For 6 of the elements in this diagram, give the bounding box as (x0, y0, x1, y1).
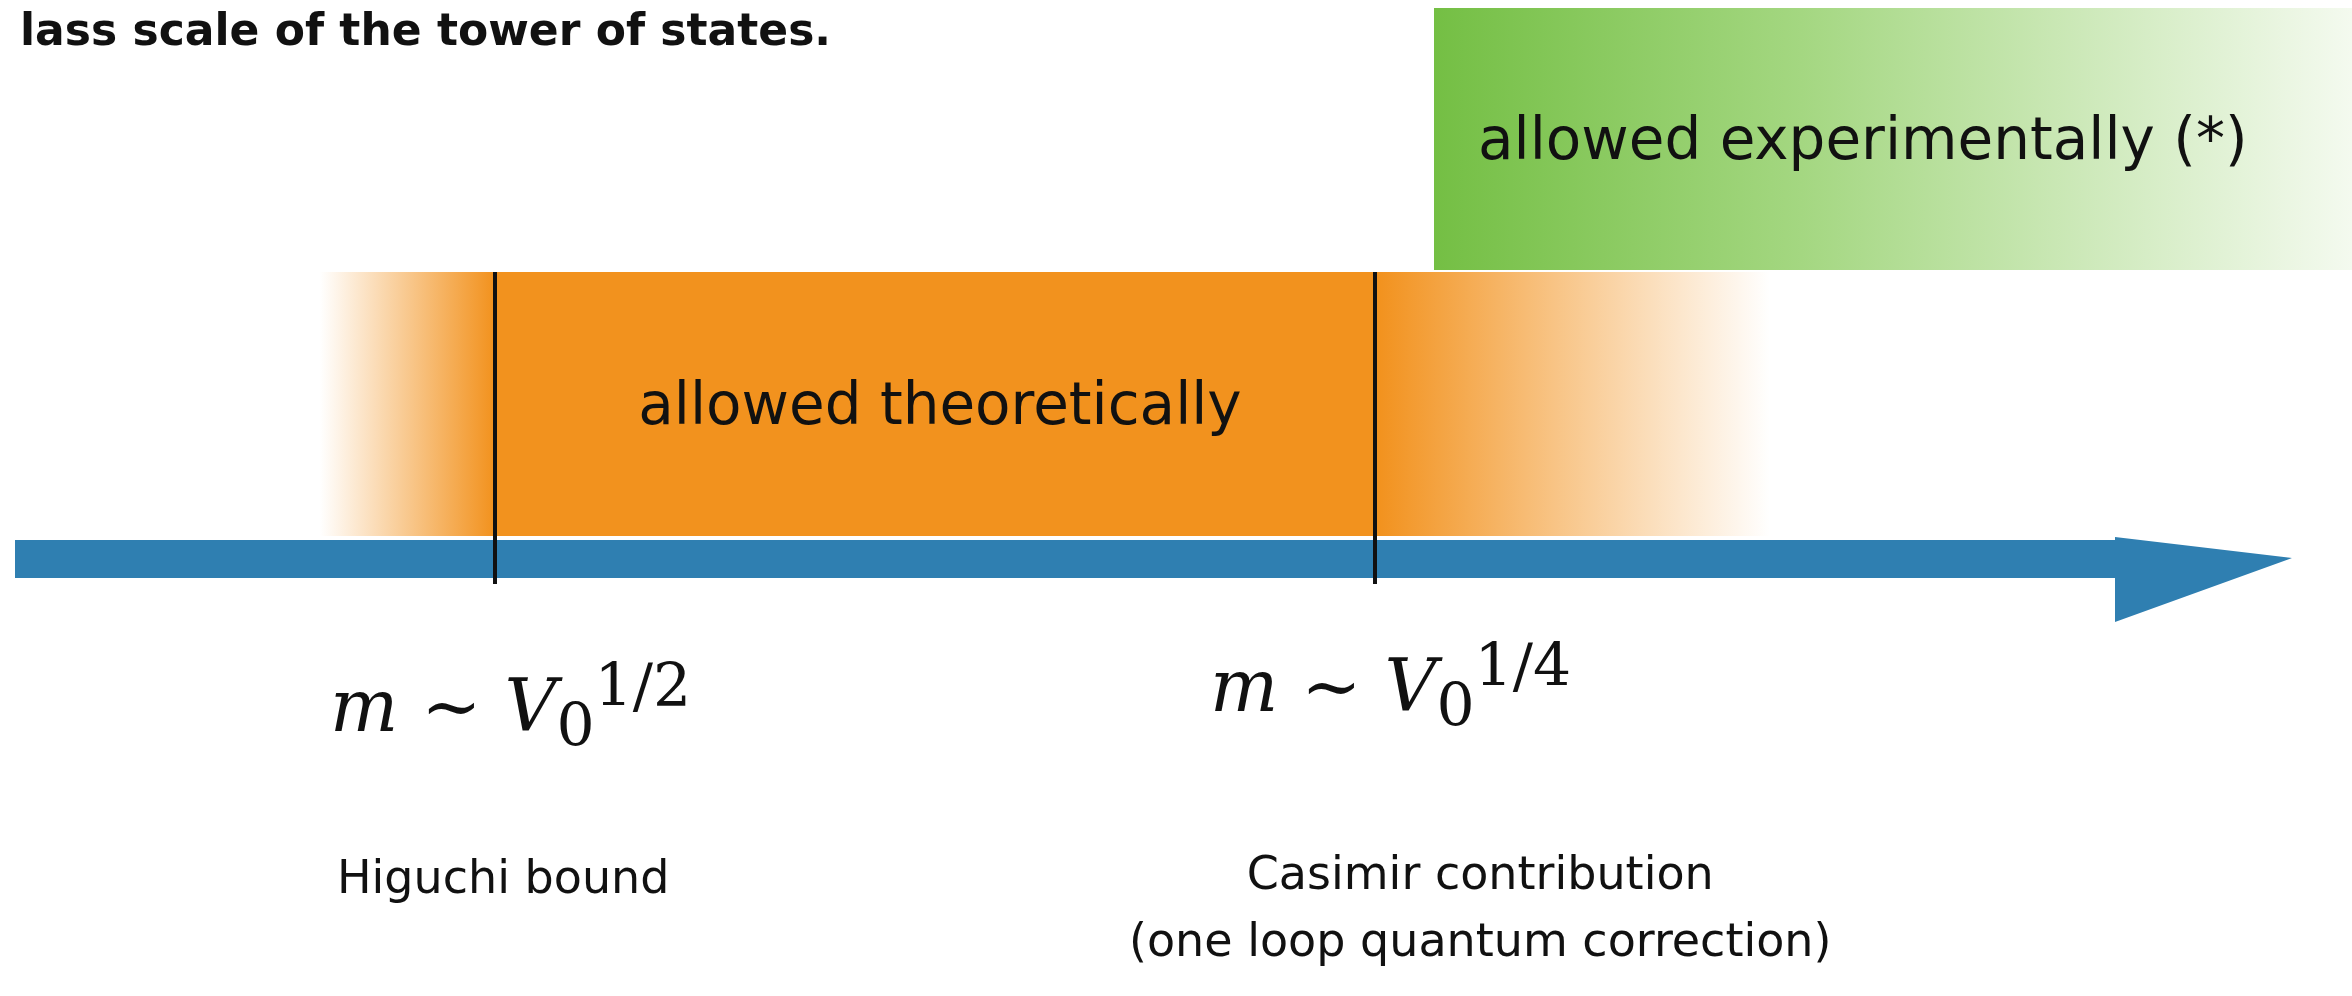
bound-caption: Casimir contribution (one loop quantum correction) (1129, 845, 1832, 969)
bound-caption: Higuchi bound (337, 850, 670, 904)
range-label: allowed experimentally (*) (1478, 105, 2248, 173)
heading-text: lass scale of the tower of states. (20, 4, 832, 55)
allowed-range-band (1434, 8, 2352, 270)
range-label: allowed theoretically (638, 370, 1242, 438)
